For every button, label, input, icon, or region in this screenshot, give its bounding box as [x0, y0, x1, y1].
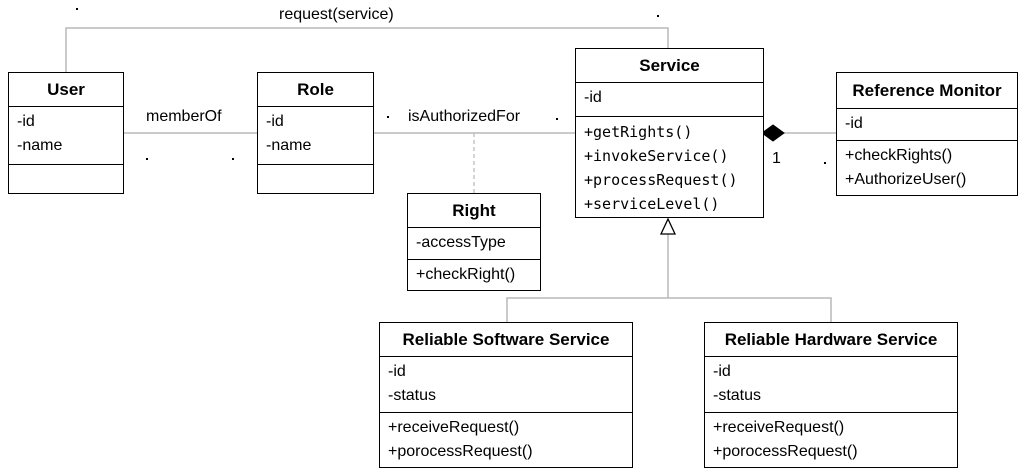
user-class-name: User: [9, 73, 123, 107]
right-attributes: -accessType: [408, 228, 540, 260]
reference-monitor-class[interactable]: Reference Monitor -id +checkRights() +Au…: [836, 72, 1018, 196]
service-op-processrequest: +processRequest(): [584, 171, 738, 189]
service-attr-id: -id: [584, 89, 602, 106]
user-attr-name: -name: [17, 137, 63, 154]
rhs-op-receiverequest: +receiveRequest(): [713, 419, 845, 436]
composition-diamond-icon: [761, 124, 785, 142]
dot: [824, 162, 826, 164]
user-class[interactable]: User -id -name: [8, 72, 124, 194]
rhs-attr-id: -id: [713, 363, 731, 380]
dot: [657, 15, 659, 17]
reliable-hardware-service-class-name: Reliable Hardware Service: [705, 323, 957, 357]
reliable-hardware-service-class[interactable]: Reliable Hardware Service -id -status +r…: [704, 322, 958, 468]
dot: [387, 116, 389, 118]
role-attributes: -id -name: [258, 107, 373, 165]
generalization-triangle-icon: [659, 217, 677, 235]
rhs-op-porocessrequest: +porocessRequest(): [713, 443, 858, 460]
reliable-software-service-attributes: -id -status: [380, 357, 632, 413]
request-association-line: [65, 27, 669, 72]
rss-attr-id: -id: [388, 363, 406, 380]
right-operations: +checkRight(): [408, 260, 540, 290]
service-attributes: -id: [576, 83, 763, 117]
service-op-servicelevel: +serviceLevel(): [584, 195, 720, 213]
user-operations: [9, 165, 123, 171]
reference-monitor-op-checkrights: +checkRights(): [845, 147, 953, 164]
reliable-software-service-class-name: Reliable Software Service: [380, 323, 632, 357]
right-attr-accesstype: -accessType: [416, 234, 506, 251]
service-class-name: Service: [576, 49, 763, 83]
rss-op-receiverequest: +receiveRequest(): [388, 419, 520, 436]
role-operations: [258, 165, 373, 171]
dot: [76, 8, 78, 10]
reference-monitor-attributes: -id: [837, 109, 1017, 141]
reference-monitor-op-authorizeuser: +AuthorizeUser(): [845, 171, 967, 188]
dot: [232, 158, 234, 160]
service-op-getrights: +getRights(): [584, 123, 693, 141]
reference-monitor-operations: +checkRights() +AuthorizeUser(): [837, 141, 1017, 195]
reliable-hardware-service-attributes: -id -status: [705, 357, 957, 413]
right-class-name: Right: [408, 194, 540, 228]
service-op-invokeservice: +invokeService(): [584, 147, 729, 165]
dot: [146, 158, 148, 160]
reliable-software-service-class[interactable]: Reliable Software Service -id -status +r…: [379, 322, 633, 468]
role-class-name: Role: [258, 73, 373, 107]
role-attr-id: -id: [266, 113, 284, 130]
reliable-software-service-operations: +receiveRequest() +porocessRequest(): [380, 413, 632, 467]
isauthorizedfor-label: isAuthorizedFor: [408, 108, 521, 125]
user-attributes: -id -name: [9, 107, 123, 165]
right-op-checkright: +checkRight(): [416, 266, 516, 283]
service-class[interactable]: Service -id +getRights() +invokeService(…: [575, 48, 764, 218]
rhs-attr-status: -status: [713, 387, 762, 404]
rss-attr-status: -status: [388, 387, 437, 404]
right-class[interactable]: Right -accessType +checkRight(): [407, 193, 541, 291]
role-class[interactable]: Role -id -name: [257, 72, 374, 194]
user-attr-id: -id: [17, 113, 35, 130]
reference-monitor-class-name: Reference Monitor: [837, 73, 1017, 109]
memberof-label: memberOf: [146, 108, 222, 125]
role-attr-name: -name: [266, 137, 312, 154]
dot: [556, 118, 558, 120]
multiplicity-label: 1: [772, 150, 781, 167]
service-operations: +getRights() +invokeService() +processRe…: [576, 117, 763, 219]
generalization-branch-line: [506, 297, 832, 322]
rss-op-porocessrequest: +porocessRequest(): [388, 443, 533, 460]
reliable-hardware-service-operations: +receiveRequest() +porocessRequest(): [705, 413, 957, 467]
request-label: request(service): [279, 6, 394, 23]
reference-monitor-attr-id: -id: [845, 115, 863, 132]
